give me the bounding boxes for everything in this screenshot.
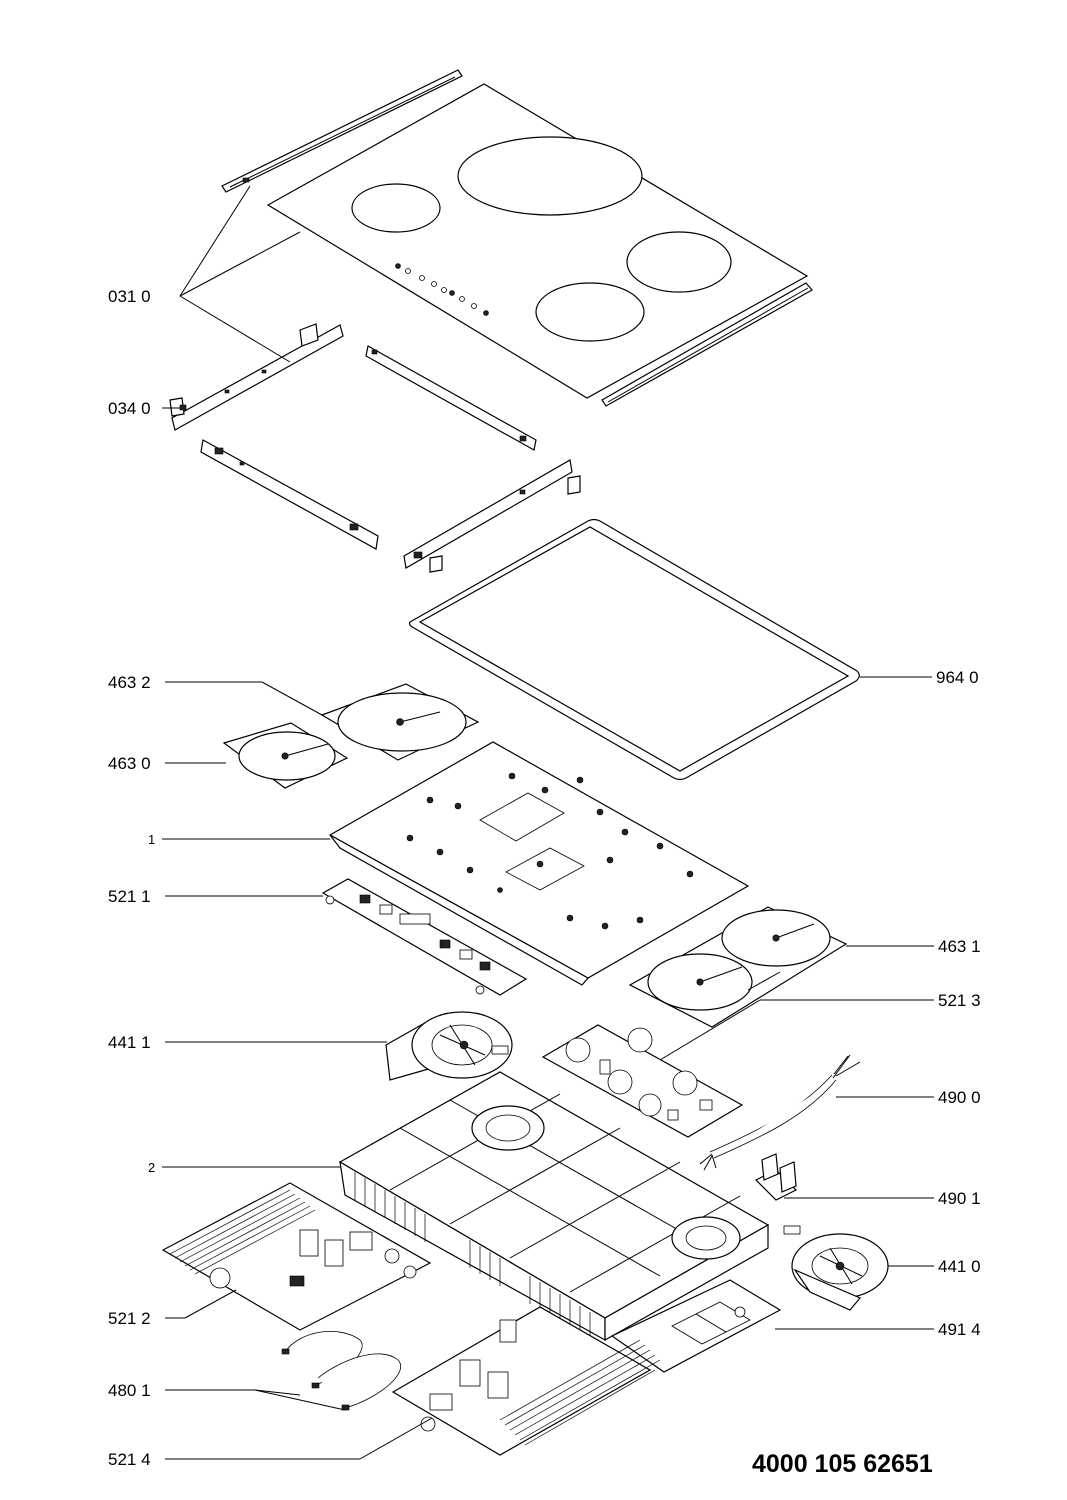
frame-rail-right-front bbox=[403, 459, 581, 573]
support-plate-holes bbox=[406, 772, 694, 930]
callout-463-0: 463 0 bbox=[108, 754, 151, 773]
gasket bbox=[408, 518, 860, 781]
inductor-coil-small bbox=[222, 722, 349, 789]
base-chassis bbox=[338, 1071, 770, 1342]
callout-480-1: 480 1 bbox=[108, 1381, 151, 1400]
power-board-upper bbox=[541, 1024, 744, 1138]
callout-521-1: 521 1 bbox=[108, 887, 151, 906]
callout-463-1: 463 1 bbox=[938, 937, 981, 956]
callout-2: 2 bbox=[148, 1160, 155, 1175]
callout-1: 1 bbox=[148, 832, 155, 847]
coil-support-plate bbox=[328, 741, 750, 986]
cable-clamp bbox=[754, 1153, 798, 1201]
inductor-coil-pair bbox=[628, 906, 848, 1028]
callout-labels: 031 0 034 0 964 0 463 2 463 0 1 521 1 46… bbox=[108, 287, 981, 1469]
cooling-fan-right bbox=[783, 1225, 889, 1311]
power-board-left bbox=[161, 1182, 432, 1331]
callout-034-0: 034 0 bbox=[108, 399, 151, 418]
frame-rail-right-back bbox=[365, 345, 537, 451]
callout-521-3: 521 3 bbox=[938, 991, 981, 1010]
power-cable bbox=[699, 1054, 861, 1171]
callout-964-0: 964 0 bbox=[936, 668, 979, 687]
callout-490-0: 490 0 bbox=[938, 1088, 981, 1107]
callout-491-4: 491 4 bbox=[938, 1320, 981, 1339]
trim-strip-left bbox=[221, 69, 463, 193]
callout-031-0: 031 0 bbox=[108, 287, 151, 306]
callout-521-2: 521 2 bbox=[108, 1309, 151, 1328]
wire-harness bbox=[281, 1331, 401, 1411]
glass-ceramic-top bbox=[266, 83, 809, 399]
callout-441-1: 441 1 bbox=[108, 1033, 151, 1052]
frame-rail-left-front bbox=[200, 439, 379, 550]
callout-490-1: 490 1 bbox=[938, 1189, 981, 1208]
callout-521-4: 521 4 bbox=[108, 1450, 151, 1469]
inductor-coil-large bbox=[320, 683, 480, 761]
trim-strip-right bbox=[601, 282, 813, 407]
control-board bbox=[321, 878, 528, 996]
document-number: 4000 105 62651 bbox=[752, 1450, 933, 1478]
callout-463-2: 463 2 bbox=[108, 673, 151, 692]
cooling-fan-left bbox=[385, 1011, 513, 1081]
frame-rail-left-back bbox=[169, 323, 344, 431]
power-board-bottom bbox=[391, 1306, 661, 1456]
touch-controls bbox=[395, 263, 489, 316]
callout-441-0: 441 0 bbox=[938, 1257, 981, 1276]
leader-lines bbox=[162, 185, 934, 1460]
